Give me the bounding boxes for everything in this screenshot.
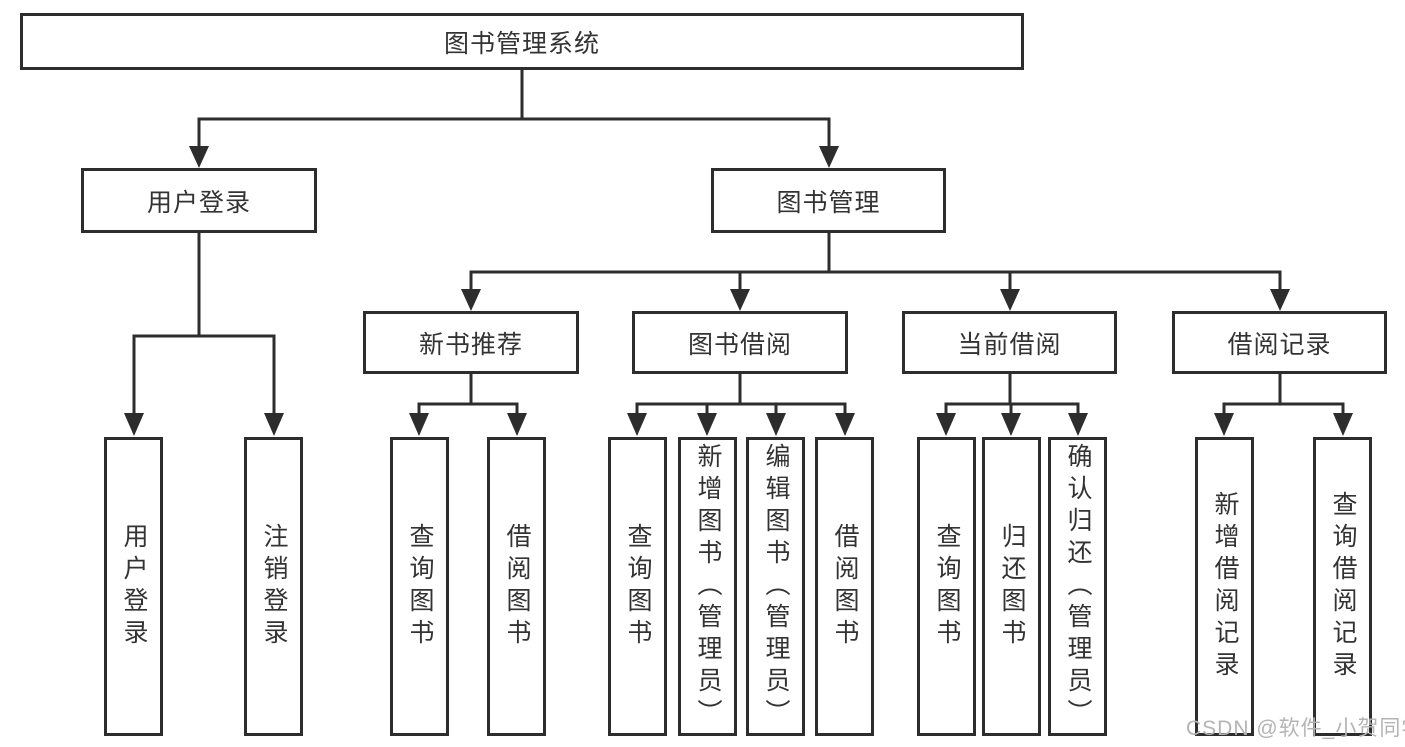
leaf-return-books: 归还图书	[982, 437, 1041, 736]
node-book-management-label: 图书管理	[776, 188, 881, 217]
leaf-add-books-admin: 新增图书（管理员）	[678, 437, 737, 736]
leaf-confirm-return-admin: 确认归还（管理员）	[1048, 437, 1107, 736]
leaf-edit-books-admin-label: 编辑图书（管理员）	[762, 442, 790, 731]
node-current-borrowing: 当前借阅	[902, 311, 1117, 374]
arrowhead-icon	[835, 413, 855, 436]
node-book-borrowing-label: 图书借阅	[687, 330, 792, 359]
leaf-return-books-label: 归还图书	[998, 522, 1026, 651]
leaf-query-books-recommend: 查询图书	[390, 437, 449, 736]
arrowhead-icon	[936, 413, 956, 436]
node-current-borrowing-label: 当前借阅	[957, 330, 1062, 359]
leaf-query-books-current: 查询图书	[917, 437, 976, 736]
arrowhead-icon	[264, 413, 284, 436]
node-book-management: 图书管理	[711, 168, 946, 233]
leaf-query-books-borrow: 查询图书	[608, 437, 667, 736]
leaf-query-books-borrow-label: 查询图书	[624, 522, 652, 651]
arrowhead-icon	[461, 289, 481, 311]
leaf-add-borrow-record-label: 新增借阅记录	[1211, 490, 1239, 683]
node-new-book-recommend-label: 新书推荐	[418, 330, 523, 359]
arrowhead-icon	[1000, 289, 1020, 311]
leaf-confirm-return-admin-label: 确认归还（管理员）	[1064, 442, 1092, 731]
leaf-query-books-recommend-label: 查询图书	[406, 522, 434, 651]
node-user-login-label: 用户登录	[146, 188, 251, 217]
leaf-add-books-admin-label: 新增图书（管理员）	[694, 442, 722, 731]
leaf-query-borrow-record-label: 查询借阅记录	[1329, 490, 1357, 683]
leaf-add-borrow-record: 新增借阅记录	[1195, 437, 1254, 736]
node-new-book-recommend: 新书推荐	[363, 311, 579, 374]
arrowhead-icon	[1270, 289, 1290, 311]
arrowhead-icon	[766, 413, 786, 436]
leaf-edit-books-admin: 编辑图书（管理员）	[746, 437, 805, 736]
arrowhead-icon	[409, 413, 429, 436]
leaf-user-login: 用户登录	[104, 437, 163, 736]
arrowhead-icon	[124, 413, 144, 436]
csdn-watermark: CSDN @软件_小贺同学	[1186, 717, 1405, 740]
arrowhead-icon	[1214, 413, 1234, 436]
arrowhead-icon	[730, 289, 750, 311]
arrowhead-icon	[819, 146, 839, 168]
arrowhead-icon	[1333, 413, 1353, 436]
leaf-query-borrow-record: 查询借阅记录	[1313, 437, 1372, 736]
leaf-borrow-books-recommend-label: 借阅图书	[503, 522, 531, 651]
arrowhead-icon	[627, 413, 647, 436]
leaf-borrow-books-label: 借阅图书	[831, 522, 859, 651]
leaf-user-login-label: 用户登录	[120, 522, 148, 651]
leaf-query-books-current-label: 查询图书	[933, 522, 961, 651]
node-library-system: 图书管理系统	[20, 13, 1024, 70]
node-user-login: 用户登录	[81, 168, 317, 233]
node-book-borrowing: 图书借阅	[632, 311, 848, 374]
leaf-logout-label: 注销登录	[260, 522, 288, 651]
arrowhead-icon	[1001, 413, 1021, 436]
node-borrow-records: 借阅记录	[1172, 311, 1387, 374]
leaf-borrow-books-recommend: 借阅图书	[487, 437, 546, 736]
arrowhead-icon	[1068, 413, 1088, 436]
arrowhead-icon	[507, 413, 527, 436]
node-library-system-label: 图书管理系统	[443, 29, 600, 58]
leaf-borrow-books: 借阅图书	[815, 437, 874, 736]
leaf-logout: 注销登录	[244, 437, 303, 736]
arrowhead-icon	[697, 413, 717, 436]
node-borrow-records-label: 借阅记录	[1227, 330, 1332, 359]
arrowhead-icon	[189, 146, 209, 168]
